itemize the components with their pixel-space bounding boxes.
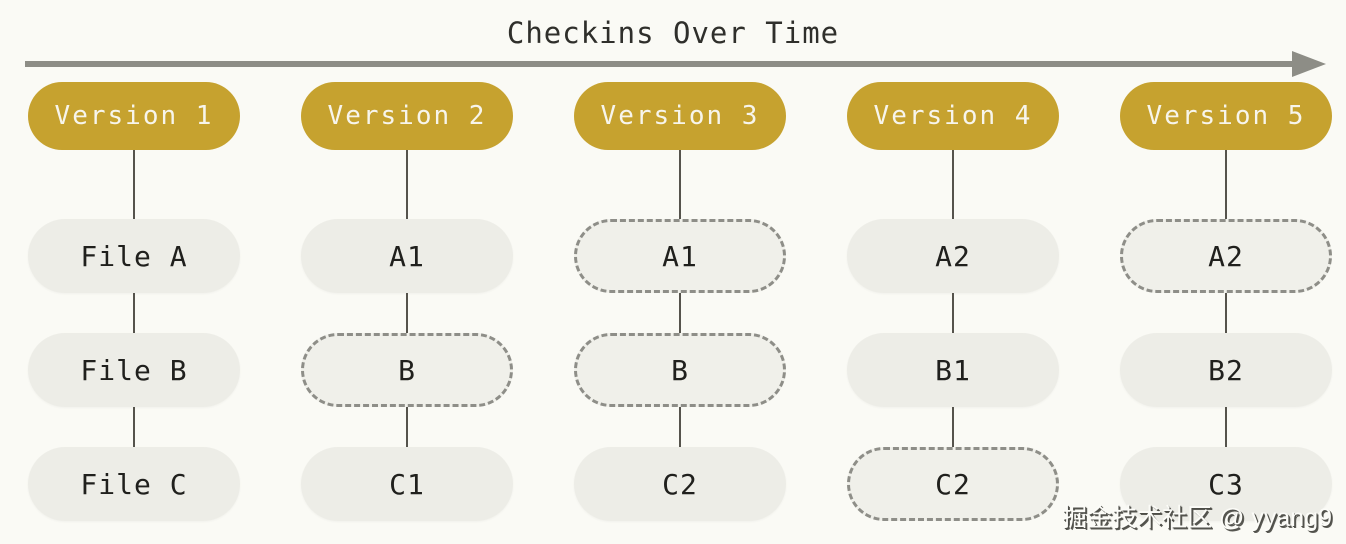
connector-line — [679, 293, 681, 333]
connector-line — [1225, 293, 1227, 333]
version-column-3: Version 3 A1 B C2 — [574, 82, 786, 521]
version-pill: Version 3 — [574, 82, 786, 150]
version-pill: Version 1 — [28, 82, 240, 150]
connector-line — [952, 407, 954, 447]
file-pill: File B — [28, 333, 240, 407]
connector-line — [406, 293, 408, 333]
connector-line — [952, 150, 954, 219]
file-pill: C2 — [847, 447, 1059, 521]
timeline-arrow — [25, 51, 1326, 77]
connector-line — [1225, 407, 1227, 447]
diagram-title: Checkins Over Time — [506, 16, 840, 50]
connector-line — [133, 407, 135, 447]
file-pill: B2 — [1120, 333, 1332, 407]
arrow-line — [25, 61, 1292, 67]
file-pill: A1 — [574, 219, 786, 293]
arrow-head-icon — [1292, 51, 1326, 77]
file-pill: A1 — [301, 219, 513, 293]
file-pill: A2 — [847, 219, 1059, 293]
file-pill: B — [574, 333, 786, 407]
file-pill: C3 — [1120, 447, 1332, 521]
version-pill: Version 4 — [847, 82, 1059, 150]
file-pill: File C — [28, 447, 240, 521]
version-columns: Version 1 File A File B File C Version 2… — [28, 82, 1332, 521]
file-pill: B — [301, 333, 513, 407]
connector-line — [679, 407, 681, 447]
connector-line — [1225, 150, 1227, 219]
file-pill: A2 — [1120, 219, 1332, 293]
connector-line — [679, 150, 681, 219]
connector-line — [406, 150, 408, 219]
connector-line — [133, 293, 135, 333]
version-pill: Version 2 — [301, 82, 513, 150]
file-pill: C1 — [301, 447, 513, 521]
version-column-5: Version 5 A2 B2 C3 — [1120, 82, 1332, 521]
connector-line — [133, 150, 135, 219]
file-pill: B1 — [847, 333, 1059, 407]
connector-line — [952, 293, 954, 333]
version-column-4: Version 4 A2 B1 C2 — [847, 82, 1059, 521]
file-pill: C2 — [574, 447, 786, 521]
version-column-1: Version 1 File A File B File C — [28, 82, 240, 521]
watermark: 掘金技术社区 @ yyang9 — [1062, 504, 1332, 532]
version-column-2: Version 2 A1 B C1 — [301, 82, 513, 521]
connector-line — [406, 407, 408, 447]
file-pill: File A — [28, 219, 240, 293]
version-pill: Version 5 — [1120, 82, 1332, 150]
